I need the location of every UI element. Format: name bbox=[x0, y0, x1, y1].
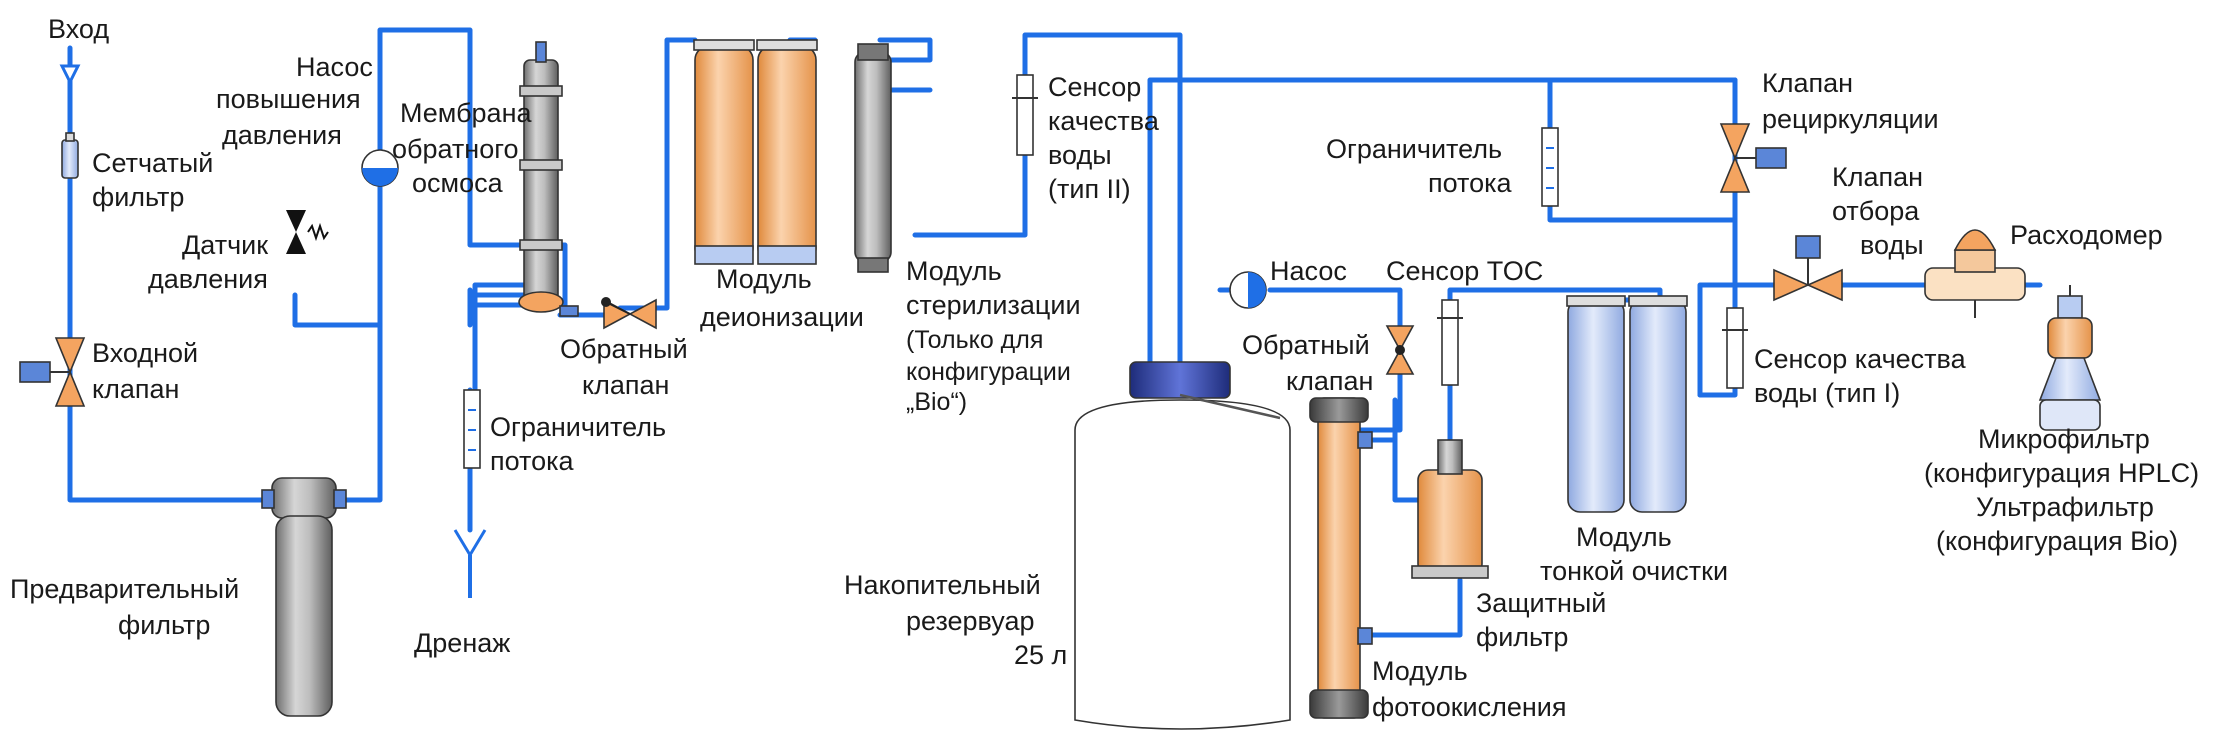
label-mesh-filter-0: Сетчатый bbox=[92, 148, 213, 178]
label-ro-membrane-1: обратного bbox=[392, 134, 518, 164]
label-final-filter-2: Ультрафильтр bbox=[1976, 492, 2154, 522]
mesh-filter-icon bbox=[61, 132, 79, 179]
check-valve-1-icon bbox=[601, 297, 657, 330]
label-final-filter-1: (конфигурация HPLC) bbox=[1924, 458, 2199, 488]
quality-sensor-1-icon bbox=[1722, 307, 1748, 389]
label-quality-sensor-2-0: Сенсор bbox=[1048, 72, 1141, 102]
label-flowmeter: Расходомер bbox=[2010, 220, 2163, 250]
label-pressure-sensor-1: давления bbox=[148, 264, 268, 294]
label-prefilter-0: Предварительный bbox=[10, 574, 239, 604]
label-deion-module-1: деионизации bbox=[700, 302, 864, 332]
recirculation-valve-icon bbox=[1719, 123, 1787, 193]
pump-icon bbox=[1229, 271, 1267, 309]
quality-sensor-2-icon bbox=[1012, 74, 1038, 156]
final-filter-icon bbox=[2038, 285, 2102, 431]
check-valve-2-icon bbox=[1385, 325, 1415, 375]
label-flow-limiter-2-0: Ограничитель bbox=[1326, 134, 1502, 164]
booster-pump-icon bbox=[361, 149, 399, 187]
label-quality-sensor-2-1: качества bbox=[1048, 106, 1160, 136]
label-drain: Дренаж bbox=[414, 628, 510, 658]
label-sampling-valve-1: отбора bbox=[1832, 196, 1920, 226]
label-flow-limiter-1-1: потока bbox=[490, 446, 575, 476]
label-pressure-sensor-0: Датчик bbox=[182, 230, 268, 260]
label-storage-tank-1: резервуар bbox=[906, 606, 1035, 636]
label-quality-sensor-1-1: воды (тип I) bbox=[1754, 378, 1900, 408]
label-sterilization-module-0: Модуль bbox=[906, 256, 1002, 286]
toc-sensor-icon bbox=[1437, 299, 1463, 386]
label-sterilization-module-3: конфигурации bbox=[906, 358, 1071, 386]
label-flow-limiter-2-1: потока bbox=[1428, 168, 1513, 198]
label-inlet-valve-0: Входной bbox=[92, 338, 198, 368]
sampling-valve-icon bbox=[1773, 235, 1843, 302]
label-check-valve-1-0: Обратный bbox=[560, 334, 688, 364]
flowmeter-icon bbox=[1924, 229, 2026, 318]
label-protective-filter-0: Защитный bbox=[1476, 588, 1606, 618]
storage-tank-icon bbox=[1074, 361, 1291, 730]
label-booster-pump-1: повышения bbox=[216, 84, 361, 114]
label-quality-sensor-2-3: (тип II) bbox=[1048, 174, 1131, 204]
label-flow-limiter-1-0: Ограничитель bbox=[490, 412, 666, 442]
fine-purification-cartridges-icon bbox=[1566, 295, 1688, 513]
label-inlet-valve-1: клапан bbox=[92, 374, 179, 404]
label-sterilization-module-2: (Только для bbox=[906, 326, 1043, 354]
label-photooxidation-module-1: фотоокисления bbox=[1372, 692, 1567, 722]
label-recirc-valve-0: Клапан bbox=[1762, 68, 1853, 98]
labels: Вход Сетчатый фильтр Датчик давления Вхо… bbox=[10, 14, 2199, 722]
deion-cartridges-icon bbox=[693, 39, 818, 265]
sterilization-module-icon bbox=[854, 43, 892, 273]
label-storage-tank-2: 25 л bbox=[1014, 640, 1067, 670]
ro-membrane-vessel-icon bbox=[518, 41, 579, 317]
label-recirc-valve-1: рециркуляции bbox=[1762, 104, 1939, 134]
label-ro-membrane-2: осмоса bbox=[412, 168, 504, 198]
label-fine-module-0: Модуль bbox=[1576, 522, 1672, 552]
label-final-filter-3: (конфигурация Bio) bbox=[1936, 526, 2178, 556]
label-booster-pump-2: давления bbox=[222, 120, 342, 150]
label-check-valve-2-0: Обратный bbox=[1242, 330, 1370, 360]
pressure-sensor-icon bbox=[286, 210, 329, 254]
prefilter-housing-icon bbox=[261, 477, 347, 717]
flow-limiter-1-icon bbox=[463, 389, 481, 469]
label-final-filter-0: Микрофильтр bbox=[1978, 424, 2150, 454]
label-deion-module-0: Модуль bbox=[716, 264, 812, 294]
label-inlet: Вход bbox=[48, 14, 109, 44]
label-pump: Насос bbox=[1270, 256, 1347, 286]
label-quality-sensor-1-0: Сенсор качества bbox=[1754, 344, 1967, 374]
protective-filter-icon bbox=[1411, 439, 1489, 579]
label-sampling-valve-2: воды bbox=[1860, 230, 1924, 260]
label-photooxidation-module-0: Модуль bbox=[1372, 656, 1468, 686]
label-sterilization-module-4: „Bio“) bbox=[906, 388, 967, 416]
label-protective-filter-1: фильтр bbox=[1476, 622, 1568, 652]
label-mesh-filter-1: фильтр bbox=[92, 182, 184, 212]
label-storage-tank-0: Накопительный bbox=[844, 570, 1041, 600]
label-booster-pump-0: Насос bbox=[296, 52, 373, 82]
drain-icon bbox=[453, 529, 487, 598]
inlet-valve-icon bbox=[19, 337, 86, 407]
label-check-valve-1-1: клапан bbox=[582, 370, 669, 400]
flow-limiter-2-icon bbox=[1541, 127, 1559, 207]
label-check-valve-2-1: клапан bbox=[1286, 366, 1373, 396]
label-sterilization-module-1: стерилизации bbox=[906, 290, 1081, 320]
label-fine-module-1: тонкой очистки bbox=[1540, 556, 1728, 586]
photooxidation-module-icon bbox=[1309, 397, 1373, 719]
label-toc-sensor: Сенсор TOC bbox=[1386, 256, 1543, 286]
label-prefilter-1: фильтр bbox=[118, 610, 210, 640]
label-ro-membrane-0: Мембрана bbox=[400, 98, 532, 128]
inlet-arrow-icon bbox=[59, 64, 81, 86]
label-sampling-valve-0: Клапан bbox=[1832, 162, 1923, 192]
label-quality-sensor-2-2: воды bbox=[1048, 140, 1112, 170]
